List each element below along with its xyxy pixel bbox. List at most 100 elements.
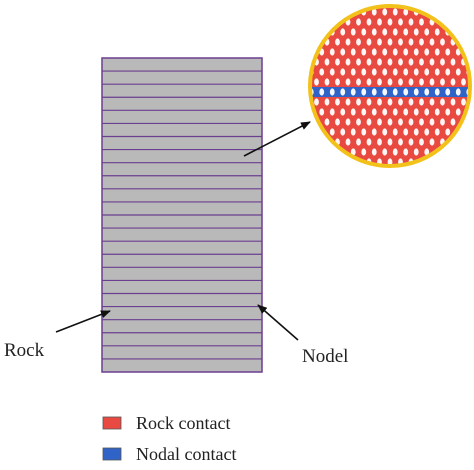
rock-particle	[382, 108, 388, 116]
nodal-particle	[392, 88, 398, 96]
rock-particle	[314, 0, 319, 6]
nodal-particle	[455, 88, 461, 96]
rock-particle	[440, 78, 445, 86]
nodal-particle	[329, 88, 335, 96]
rock-particle	[319, 68, 325, 76]
nodal-particle	[413, 88, 419, 96]
rock-particle	[335, 158, 340, 166]
nodal-particle	[382, 88, 388, 96]
rock-particle	[361, 48, 367, 56]
rock-particle	[450, 18, 456, 26]
rock-particle	[310, 8, 314, 16]
rock-particle	[403, 128, 409, 136]
nodal-particle	[340, 88, 346, 96]
rock-particle	[445, 68, 451, 76]
rock-particle	[387, 98, 393, 106]
rock-particle	[335, 78, 340, 86]
rock-particle	[461, 0, 466, 6]
rock-particle	[310, 148, 314, 156]
rock-contact-label: Rock contact	[136, 413, 230, 433]
rock-particle	[345, 98, 351, 106]
rock-particle	[345, 78, 351, 86]
rock-particle	[350, 68, 356, 76]
rock-particle	[361, 68, 367, 76]
rock-particle	[392, 128, 398, 136]
rock-particle	[440, 118, 445, 126]
rock-particle	[366, 138, 372, 146]
rock-particle	[371, 28, 377, 36]
rock-particle	[392, 68, 398, 76]
rock-particle	[324, 118, 330, 126]
rock-particle	[382, 128, 388, 136]
rock-particle	[419, 78, 424, 86]
zoom-inset	[304, 0, 472, 168]
rock-particle	[398, 58, 403, 66]
rock-particle	[356, 118, 361, 126]
rock-particle	[361, 108, 367, 116]
legend: Rock contact Nodal contact	[102, 413, 236, 464]
rock-particle	[340, 8, 346, 16]
rock-particle	[450, 78, 456, 86]
nodal-particle	[424, 88, 430, 96]
rock-particle	[429, 118, 435, 126]
rock-particle	[440, 38, 445, 46]
rock-particle	[398, 118, 403, 126]
rock-particle	[466, 48, 470, 56]
rock-particle	[455, 28, 461, 36]
rock-particle	[367, 0, 372, 6]
rock-particle	[461, 138, 466, 146]
rock-particle	[329, 128, 335, 136]
rock-particle	[429, 38, 435, 46]
rock-particle	[382, 28, 388, 36]
rock-particle	[361, 148, 367, 156]
rock-particle	[387, 78, 393, 86]
rock-particle	[466, 28, 470, 36]
rock-particle	[356, 78, 361, 86]
rock-particle	[345, 138, 351, 146]
rock-particle	[408, 58, 414, 66]
rock-particle	[445, 128, 451, 136]
rock-particle	[304, 158, 309, 165]
rock-particle	[450, 98, 456, 106]
rock-particle	[346, 0, 351, 6]
nodel-label: Nodel	[302, 346, 348, 367]
rock-particle	[387, 18, 393, 26]
rock-particle	[356, 38, 361, 46]
rock-particle	[335, 118, 340, 126]
rock-particle	[356, 58, 361, 66]
rock-particle	[398, 38, 403, 46]
rock-particle	[366, 78, 372, 86]
rock-particle	[434, 48, 440, 56]
rock-particle	[304, 138, 309, 145]
rock-particle	[403, 108, 409, 116]
rock-particle	[413, 128, 419, 136]
rock-particle	[377, 78, 382, 86]
rock-particle	[430, 0, 435, 6]
rock-particle	[434, 28, 440, 36]
rock-particle	[356, 98, 361, 106]
rock-particle	[429, 158, 435, 166]
rock-particle	[304, 98, 309, 105]
rock-particle	[371, 128, 377, 136]
rock-particle	[413, 48, 419, 56]
rock-particle	[429, 138, 435, 146]
rock-particle	[429, 98, 435, 106]
rock-particle	[350, 48, 356, 56]
rock-particle	[335, 98, 340, 106]
rock-particle	[371, 108, 377, 116]
nodel-arrow	[257, 304, 299, 341]
rock-particle	[345, 38, 351, 46]
rock-particle	[304, 78, 309, 85]
rock-particle	[345, 158, 351, 166]
rock-particle	[382, 8, 388, 16]
rock-particle	[434, 108, 440, 116]
rock-particle	[340, 128, 346, 136]
rock-particle	[413, 108, 419, 116]
rock-particle	[392, 8, 398, 16]
rock-particle	[408, 38, 414, 46]
rock-particle	[450, 158, 456, 166]
rock-particle	[434, 128, 440, 136]
rock-particle	[403, 8, 409, 16]
rock-particle	[408, 18, 414, 26]
rock-particle	[329, 108, 335, 116]
